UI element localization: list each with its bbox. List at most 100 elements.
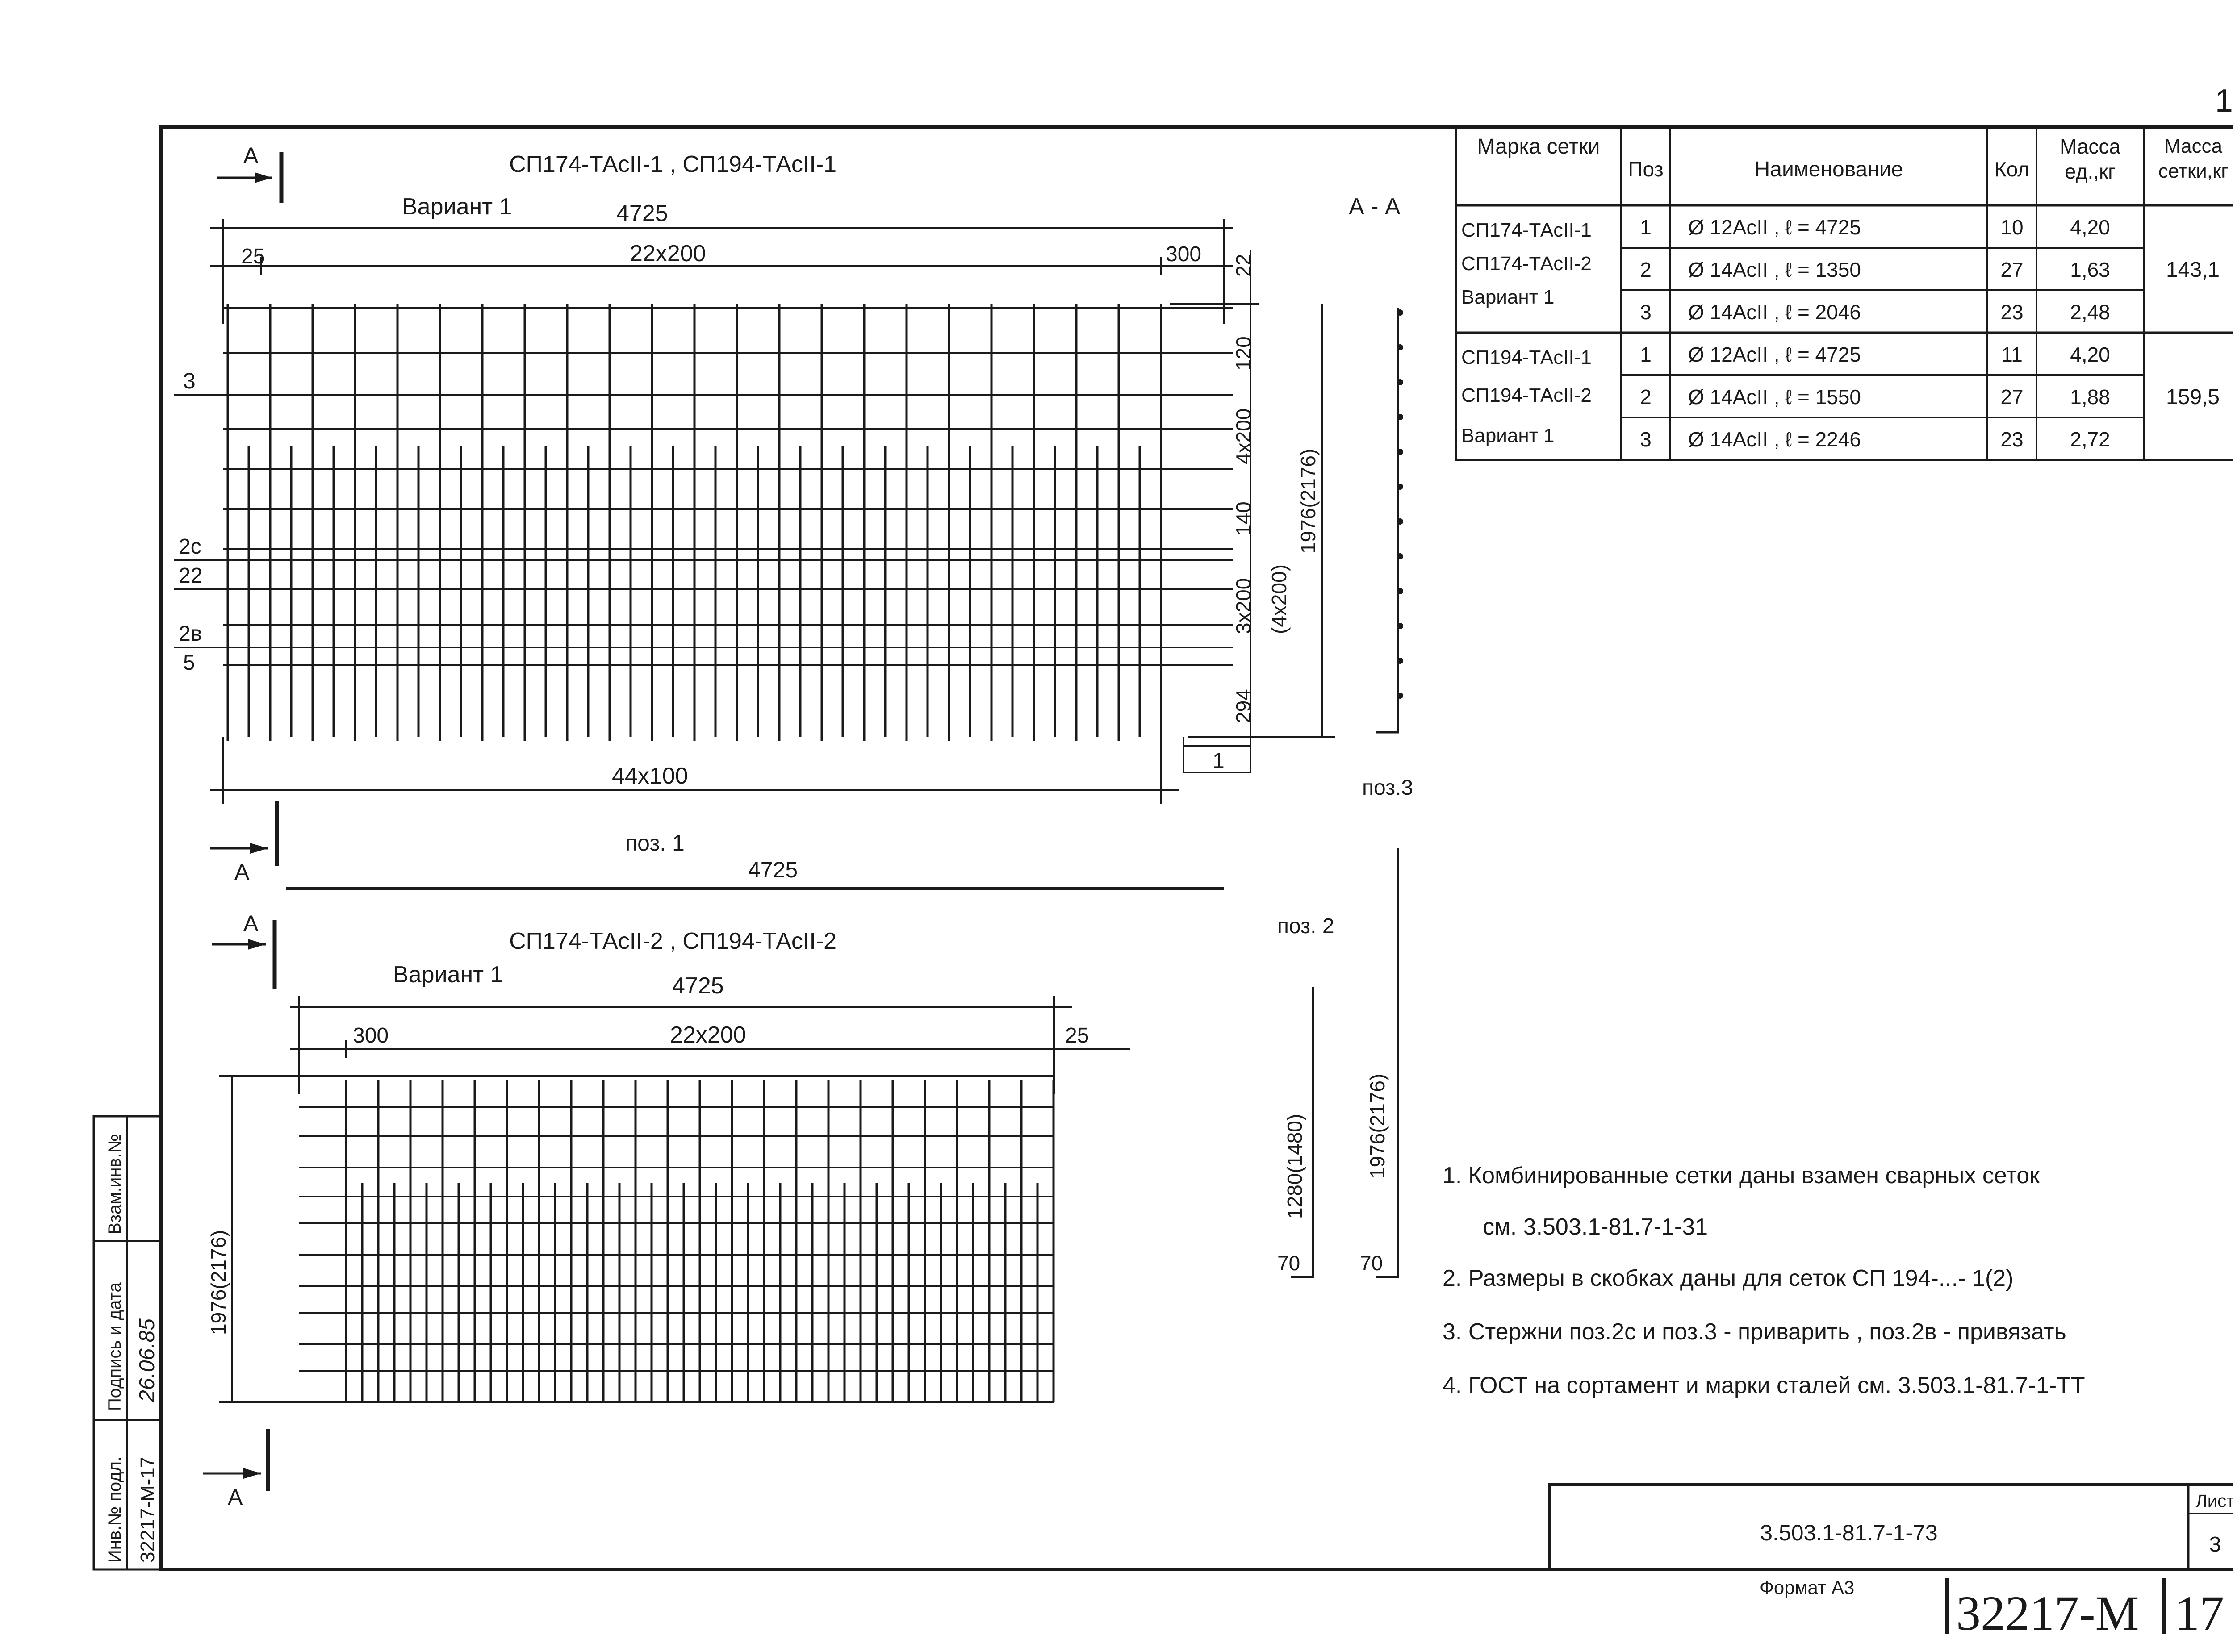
side-label-5: 5 [183, 651, 195, 675]
inv-value: 32217-М-17 [137, 1457, 159, 1563]
group2-row2-mass: 1,88 [2070, 385, 2110, 409]
dim-4x200: 4x200 [1232, 409, 1255, 464]
group2-row2-name: Ø 14АсII , ℓ = 1550 [1688, 385, 1861, 409]
section-mark-a2: А [243, 911, 259, 936]
title-block: 3.503.1-81.7-1-73 Лист 3 Формат А3 32217… [1548, 1483, 2233, 1640]
bottom-mesh-pos2-bars [361, 1183, 1039, 1402]
group2-row1-mass: 4,20 [2070, 343, 2110, 366]
section-aa-title: А - А [1349, 194, 1401, 220]
dim-4x200-alt: (4x200) [1267, 564, 1291, 634]
top-spacing: 22x200 [630, 241, 706, 267]
section-dim-1976: 1976(2176) [1366, 1074, 1389, 1179]
group1-row1-pos: 1 [1640, 216, 1652, 239]
sheet-number: 3 [2209, 1533, 2221, 1556]
table-frame [1455, 126, 2233, 461]
section-pos2: поз. 2 [1277, 914, 1334, 938]
group1-mark1: СП174-ТАсII-1 [1461, 219, 1592, 241]
pos2-bar-profile [1376, 848, 1399, 1278]
bottom-mesh-variant: Вариант 1 [393, 962, 503, 988]
group1-row1-qty: 10 [2000, 216, 2023, 239]
group2-mark3: Вариант 1 [1461, 425, 1554, 446]
note-1: 1. Комбинированные сетки даны взамен сва… [1443, 1163, 2040, 1189]
group2-row2-pos: 2 [1640, 385, 1652, 409]
section-mark-a: А [243, 143, 259, 168]
dim-294: 294 [1232, 689, 1255, 723]
dim-3x200: 3x200 [1232, 578, 1255, 634]
notes: 1. Комбинированные сетки даны взамен сва… [1443, 1163, 2085, 1398]
group1-row2-qty: 27 [2000, 258, 2023, 281]
header-mass-total-cell: Масса сетки,кг [2158, 135, 2229, 182]
side-stamp: Инв.№ подл. 32217-М-17 Подпись и дата 26… [92, 1115, 162, 1571]
side-label-22: 22 [179, 564, 202, 588]
group2-row1-pos: 1 [1640, 343, 1652, 366]
section-arrow-head [255, 172, 272, 183]
section-dim-70a: 70 [1277, 1252, 1300, 1275]
page-number: 17 [2215, 83, 2233, 119]
group2-row1-name: Ø 12АсII , ℓ = 4725 [1688, 343, 1861, 366]
top-pos-length: 4725 [748, 857, 798, 882]
archive-number: 32217-М [1956, 1586, 2139, 1640]
bottom-end-right: 25 [1065, 1024, 1089, 1047]
sign-label: Подпись и дата [105, 1282, 125, 1411]
group1-row3-name: Ø 14АсII , ℓ = 2046 [1688, 300, 1861, 324]
section-dim-1280: 1280(1480) [1283, 1114, 1306, 1219]
section-arrow-head [248, 939, 266, 950]
header-name: Наименование [1755, 158, 1903, 181]
dim-120: 120 [1232, 336, 1255, 371]
bottom-end-left: 300 [353, 1024, 389, 1047]
top-end-left: 25 [241, 245, 265, 268]
document-code: 3.503.1-81.7-1-73 [1760, 1520, 1938, 1545]
group2-mark2: СП194-ТАсII-2 [1461, 384, 1592, 406]
bottom-mesh-longitudinal-bars [299, 1075, 1054, 1403]
group1-mass-total: 143,1 [2166, 258, 2220, 282]
side-label-2c: 2с [179, 535, 201, 559]
section-dim-70b: 70 [1360, 1252, 1383, 1275]
group2-mass-total: 159,5 [2166, 385, 2220, 409]
group2-row3-name: Ø 14АсII , ℓ = 2246 [1688, 428, 1861, 451]
note-4: 4. ГОСТ на сортамент и марки сталей см. … [1443, 1372, 2085, 1398]
group1-row2-pos: 2 [1640, 258, 1652, 281]
sheet-frame [159, 125, 2233, 1571]
group1-row2-name: Ø 14АсII , ℓ = 1350 [1688, 258, 1861, 281]
group1-row3-qty: 23 [2000, 300, 2023, 324]
header-mark-cell: Марка сетки [1477, 135, 1600, 159]
inv-label: Инв.№ подл. [105, 1456, 125, 1563]
note-1-ref: см. 3.503.1-81.7-1-31 [1483, 1214, 1708, 1240]
top-pos-label: поз. 1 [625, 830, 685, 855]
header-qty: Кол [1995, 158, 2029, 181]
top-mesh-pos2-bars [247, 446, 1141, 737]
header-pos: Поз [1628, 158, 1663, 181]
top-mesh-transverse-bars [226, 304, 1162, 741]
section-mark-a2-bottom: А [228, 1485, 243, 1510]
dim-box [1183, 745, 1251, 773]
group1-row1-name: Ø 12АсII , ℓ = 4725 [1688, 216, 1861, 239]
header-mass-unit-cell: Масса ед.,кг [2059, 135, 2120, 183]
bottom-dim-height: 1976(2176) [207, 1230, 230, 1335]
group1-row3-pos: 3 [1640, 300, 1652, 324]
bottom-total-length: 4725 [672, 973, 724, 999]
top-bottom-spacing: 44x100 [612, 763, 688, 789]
header-mark: Марка сетки [1477, 135, 1600, 159]
group2-row3-qty: 23 [2000, 428, 2023, 451]
pos2-bar-short [1291, 987, 1314, 1278]
bottom-mesh-title: СП174-ТАсII-2 , СП194-ТАсII-2 [509, 928, 836, 954]
group1-row3-mass: 2,48 [2070, 300, 2110, 324]
bottom-spacing: 22x200 [670, 1022, 746, 1048]
top-mesh-view: СП174-ТАсII-1 , СП194-ТАсII-1 Вариант 1 … [174, 143, 1335, 890]
sign-value: 26.06.85 [135, 1318, 159, 1402]
group2-row1-qty: 11 [2001, 343, 2023, 366]
top-mesh-longitudinal-bars [223, 307, 1233, 666]
dim-140: 140 [1232, 501, 1255, 536]
section-arrow-head [250, 843, 268, 854]
header-mass-unit: Масса ед.,кг [2059, 135, 2120, 183]
group2-row3-pos: 3 [1640, 428, 1652, 451]
section-arrow-head [243, 1468, 261, 1479]
section-mark-a-bottom: А [234, 859, 250, 884]
note-3: 3. Стержни поз.2с и поз.3 - приварить , … [1443, 1319, 2066, 1345]
top-mesh-title: СП174-ТАсII-1 , СП194-ТАсII-1 [509, 151, 836, 177]
header-mass-total: Масса сетки,кг [2158, 135, 2229, 182]
dim-22: 22 [1232, 254, 1255, 277]
note-2: 2. Размеры в скобках даны для сеток СП 1… [1443, 1265, 2013, 1291]
bottom-mesh-view: А СП174-ТАсII-2 , СП194-ТАсII-2 Вариант … [203, 911, 1130, 1510]
